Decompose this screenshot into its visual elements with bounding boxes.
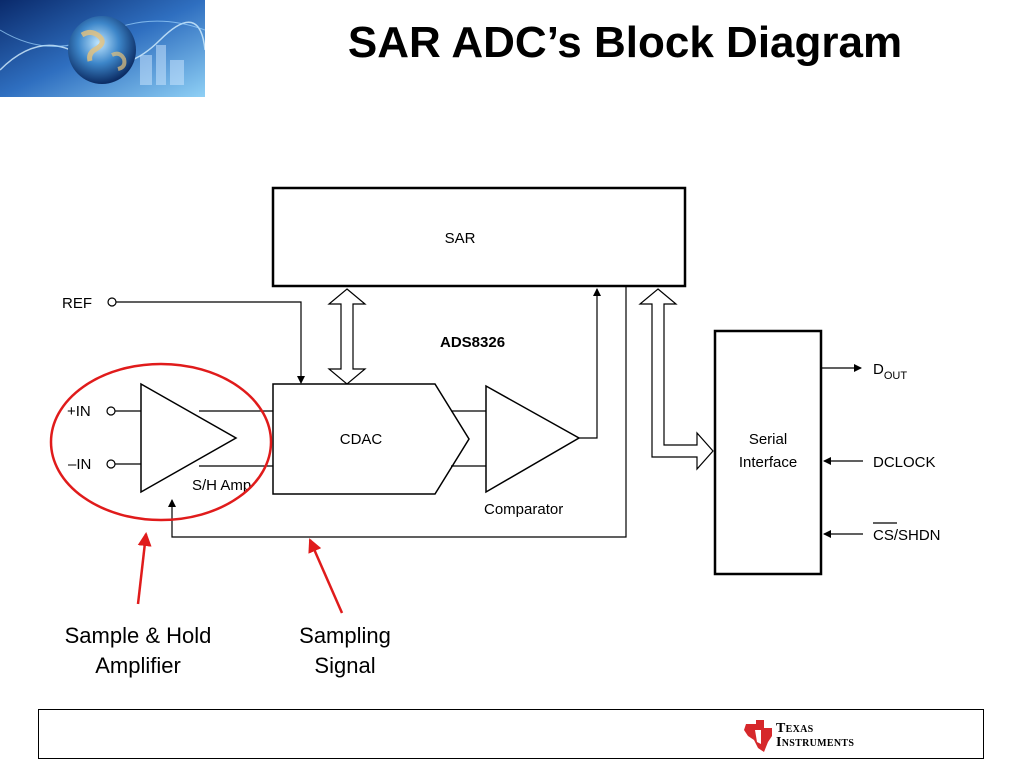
in-pos-label: +IN — [67, 403, 91, 420]
sar-label: SAR — [445, 230, 476, 247]
ref-pin-label: REF — [62, 295, 92, 312]
cdac-label: CDAC — [340, 431, 383, 448]
sample-hold-callout: Sample & Hold Amplifier — [40, 621, 236, 681]
ti-brand-line2: Instruments — [776, 735, 855, 750]
cs-label: CS/SHDN — [873, 527, 941, 544]
in-pos-pin — [106, 406, 116, 416]
ti-brand-line1: Texas — [776, 721, 814, 736]
part-number-label: ADS8326 — [440, 334, 505, 351]
sh-highlight-ellipse — [49, 362, 273, 522]
cs-bar-text: CS — [873, 527, 894, 544]
sh-amp-triangle — [140, 382, 238, 494]
in-neg-pin — [106, 459, 116, 469]
cs-rest-text: /SHDN — [894, 527, 941, 544]
dout-main: D — [873, 361, 884, 378]
serial-label-line2: Interface — [739, 454, 797, 471]
serial-interface-block — [713, 329, 823, 576]
texas-instruments-logo — [744, 720, 772, 752]
dclock-label: DCLOCK — [873, 454, 936, 471]
comparator-label: Comparator — [484, 501, 563, 518]
in-neg-label: –IN — [68, 456, 91, 473]
sample-hold-callout-line2: Amplifier — [95, 653, 181, 678]
ref-pin — [107, 297, 117, 307]
sh-amp-label: S/H Amp — [192, 477, 251, 494]
sar-cdac-bus-arrow — [327, 288, 367, 385]
dout-sub: OUT — [884, 370, 908, 382]
dout-label: DOUT — [873, 361, 907, 382]
sar-serial-bus-arrow — [638, 288, 714, 471]
sampling-callout-arrow — [308, 538, 344, 614]
sampling-callout-line2: Signal — [314, 653, 376, 678]
comparator-triangle — [485, 384, 581, 494]
sampling-callout-line1: Sampling — [299, 623, 391, 648]
sample-hold-callout-line1: Sample & Hold — [64, 623, 212, 648]
footer-bar — [38, 709, 984, 759]
serial-label-line1: Serial — [749, 431, 787, 448]
page-title: SAR ADC’s Block Diagram — [347, 18, 903, 67]
globe-logo — [0, 0, 205, 97]
comparator-sar-line — [579, 288, 601, 439]
sar-block — [271, 186, 687, 288]
ti-brand-text: Texas Instruments — [776, 722, 854, 750]
sampling-signal-callout: Sampling Signal — [270, 621, 420, 681]
ref-line — [116, 301, 305, 384]
sh-callout-arrow — [136, 532, 152, 605]
